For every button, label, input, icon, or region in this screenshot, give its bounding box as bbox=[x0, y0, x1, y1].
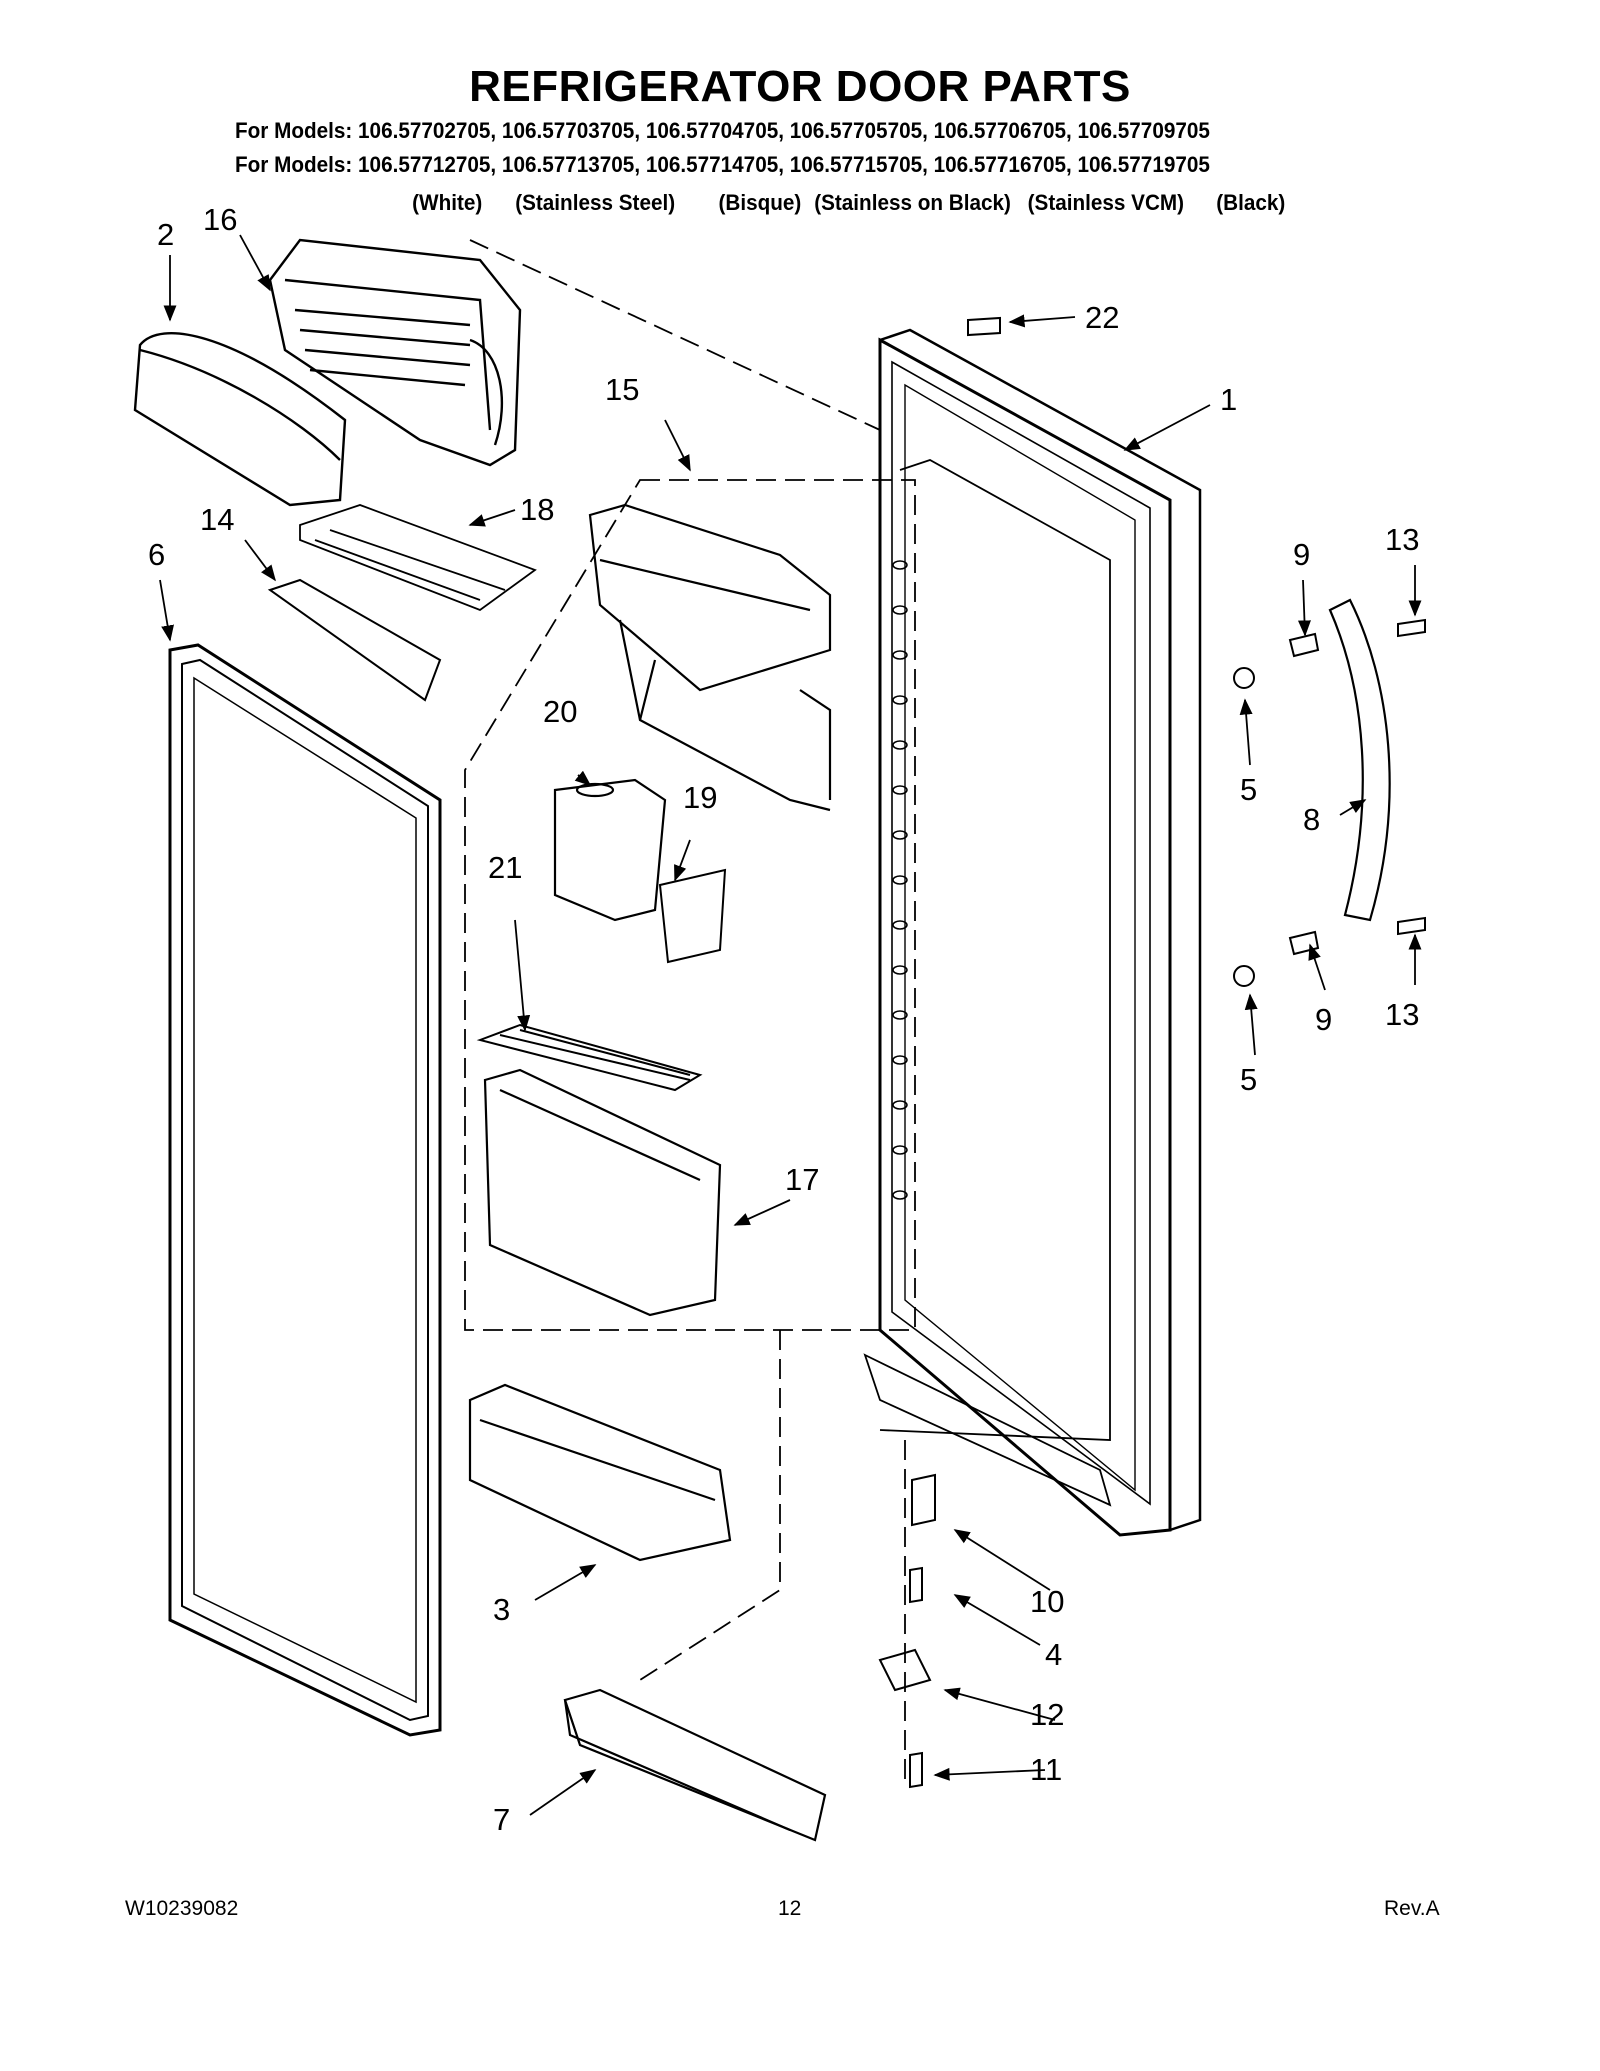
callout-16: 16 bbox=[203, 202, 237, 237]
callout-1: 1 bbox=[1220, 382, 1237, 417]
models-line-1: For Models: 106.57702705, 106.57703705, … bbox=[235, 118, 1210, 143]
models-line-2: For Models: 106.57712705, 106.57713705, … bbox=[235, 152, 1210, 177]
callout-3: 3 bbox=[493, 1592, 510, 1627]
callout-9-top: 9 bbox=[1293, 537, 1310, 572]
assembly-dashed-lines bbox=[464, 239, 916, 1780]
callout-8: 8 bbox=[1303, 802, 1320, 837]
callout-22: 22 bbox=[1085, 300, 1119, 335]
screw-part-11 bbox=[909, 1751, 923, 1789]
page-number: 12 bbox=[778, 1897, 802, 1920]
callout-13-bottom: 13 bbox=[1385, 997, 1419, 1032]
color-white: (White) bbox=[412, 190, 483, 215]
door-assembly-part bbox=[863, 328, 1202, 1537]
dashed-line-bottom bbox=[639, 1330, 781, 1681]
door-handle-part bbox=[1328, 598, 1391, 922]
label-part bbox=[967, 316, 1001, 337]
callout-7: 7 bbox=[493, 1802, 510, 1837]
hinge-parts bbox=[878, 1473, 936, 1789]
callout-5-top: 5 bbox=[1240, 772, 1257, 807]
callout-14: 14 bbox=[200, 502, 234, 537]
callout-13-top: 13 bbox=[1385, 522, 1419, 557]
dispenser-housing-part bbox=[268, 238, 522, 467]
color-stainless-on-black: (Stainless on Black) bbox=[814, 190, 1011, 215]
handle-fasteners bbox=[1233, 618, 1426, 987]
doc-number: W10239082 bbox=[125, 1897, 239, 1920]
color-bisque: (Bisque) bbox=[718, 190, 802, 215]
callout-12: 12 bbox=[1030, 1697, 1064, 1732]
dispenser-grille-part bbox=[476, 1023, 703, 1092]
callout-20: 20 bbox=[543, 694, 577, 729]
door-shelf-clips bbox=[892, 560, 908, 1200]
callout-numbers: 22 1 2 16 15 18 14 6 9 13 5 8 9 13 5 20 … bbox=[148, 202, 1419, 1837]
callout-4: 4 bbox=[1045, 1637, 1062, 1672]
callout-leader-lines bbox=[159, 234, 1422, 1816]
color-stainless-steel: (Stainless Steel) bbox=[515, 190, 676, 215]
door-bin-part bbox=[468, 1383, 732, 1562]
dispenser-tray-part bbox=[483, 1068, 722, 1317]
door-gasket-part bbox=[168, 643, 442, 1737]
callout-15: 15 bbox=[605, 372, 639, 407]
drip-tray-part bbox=[299, 504, 537, 612]
dashed-line-top bbox=[469, 239, 881, 431]
color-stainless-vcm: (Stainless VCM) bbox=[1027, 190, 1185, 215]
callout-9-bottom: 9 bbox=[1315, 1002, 1332, 1037]
screw-part-4 bbox=[909, 1566, 923, 1604]
callout-17: 17 bbox=[785, 1162, 819, 1197]
ice-bin-housing-part bbox=[588, 503, 832, 812]
dispenser-dashed-box bbox=[464, 479, 916, 1331]
callout-19: 19 bbox=[683, 780, 717, 815]
hinge-pin-part-10 bbox=[911, 1473, 936, 1527]
callout-18: 18 bbox=[520, 492, 554, 527]
callout-11: 11 bbox=[1030, 1752, 1062, 1787]
callout-5-bottom: 5 bbox=[1240, 1062, 1257, 1097]
ice-chute-door-part bbox=[658, 868, 727, 964]
dispenser-cover-part bbox=[133, 331, 347, 507]
callout-2: 2 bbox=[157, 217, 174, 252]
callout-21: 21 bbox=[488, 850, 522, 885]
callout-6: 6 bbox=[148, 537, 165, 572]
ice-bucket-part bbox=[553, 778, 667, 922]
trim-strip-part bbox=[267, 578, 442, 702]
page-title: REFRIGERATOR DOOR PARTS bbox=[469, 62, 1131, 111]
revision: Rev.A bbox=[1384, 1897, 1440, 1920]
color-black: (Black) bbox=[1216, 190, 1286, 215]
bottom-bin-part bbox=[563, 1688, 827, 1842]
callout-10: 10 bbox=[1030, 1584, 1064, 1619]
hinge-bracket-part-12 bbox=[878, 1648, 932, 1692]
